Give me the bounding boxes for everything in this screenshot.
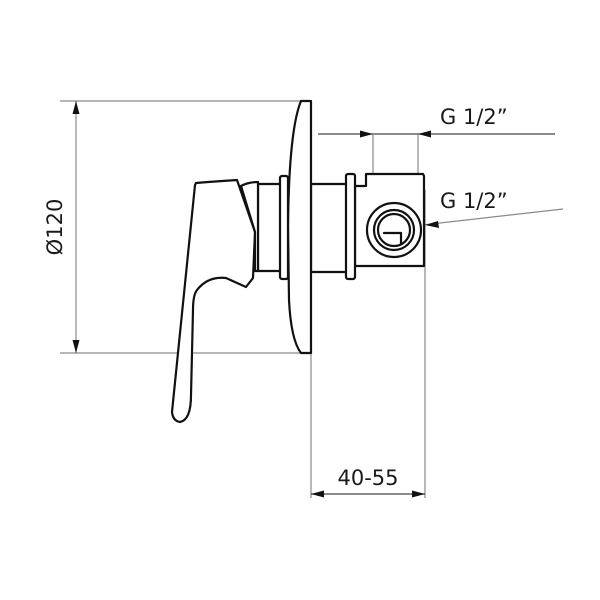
front-flange — [278, 174, 290, 281]
arrow-left-icon — [311, 490, 324, 498]
arrow-right-icon — [360, 130, 373, 138]
connection-top-label: G 1/2” — [440, 105, 508, 129]
arrow-right-icon — [412, 490, 425, 498]
arrow-down-icon — [72, 340, 80, 353]
mixer-body — [170, 99, 426, 424]
cover-plate — [286, 99, 313, 355]
arrow-left-icon — [418, 130, 431, 138]
depth-label: 40-55 — [337, 466, 398, 490]
lever-handle — [170, 178, 257, 424]
inlet-inner-ring — [376, 212, 412, 248]
diameter-dimension: Ø120 — [43, 100, 300, 354]
cartridge-body — [309, 182, 351, 274]
arrow-left-icon — [425, 221, 439, 228]
depth-dimension: 40-55 — [310, 190, 426, 498]
lever-cap — [239, 180, 260, 273]
diameter-label: Ø120 — [43, 199, 67, 256]
arrow-up-icon — [72, 101, 80, 114]
connection-top-dimension: G 1/2” — [318, 105, 555, 173]
front-collar — [256, 182, 284, 273]
rear-flange — [344, 172, 357, 281]
connection-side-label: G 1/2” — [440, 189, 508, 213]
inlet-notch — [382, 231, 403, 246]
